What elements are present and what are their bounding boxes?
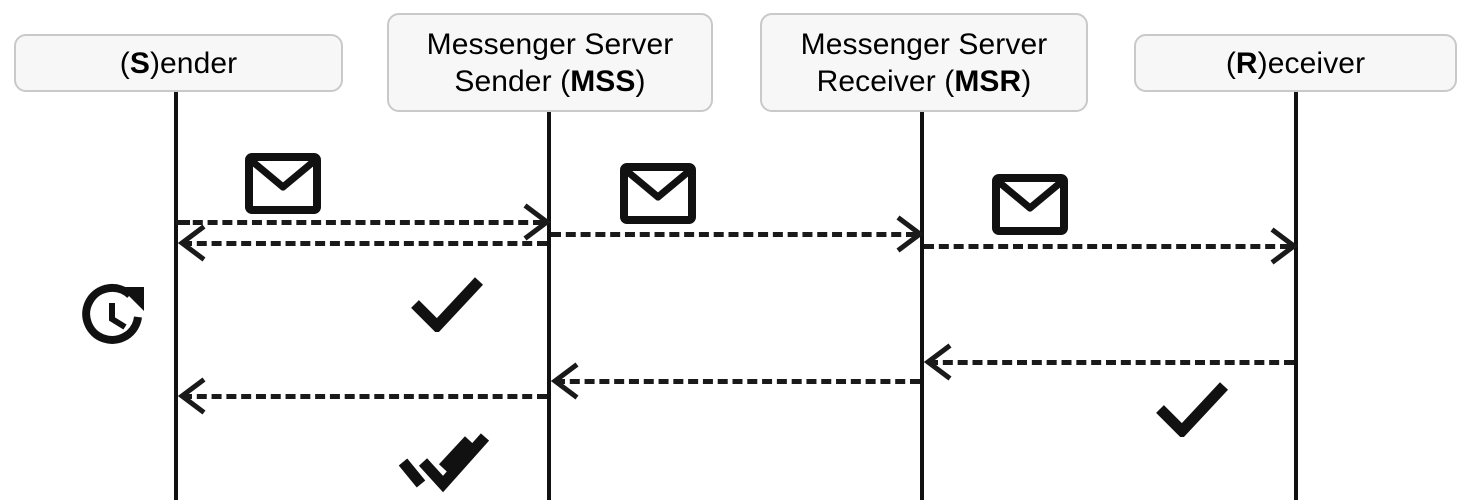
- participant-msr[interactable]: Messenger Server Receiver (MSR): [760, 13, 1088, 112]
- participant-mss-line1: Messenger Server: [426, 27, 674, 61]
- participant-receiver-label-rest: )eceiver: [1257, 46, 1366, 80]
- participant-mss-label: Messenger Server Sender (MSS): [419, 26, 682, 100]
- participant-msr-line1: Messenger Server: [800, 27, 1048, 61]
- lifeline-mss: [547, 112, 551, 500]
- participant-mss[interactable]: Messenger Server Sender (MSS): [387, 13, 713, 112]
- participant-msr-key: MSR: [954, 64, 1022, 98]
- participant-sender[interactable]: (S)ender: [14, 34, 343, 92]
- participant-receiver-key: R: [1235, 46, 1258, 80]
- participant-mss-line2-pre: Sender (: [454, 64, 571, 98]
- participant-sender-label-rest: )ender: [149, 46, 238, 80]
- lifeline-sender: [174, 92, 178, 500]
- participant-msr-label: Messenger Server Receiver (MSR): [793, 26, 1056, 100]
- lifeline-receiver: [1294, 92, 1298, 500]
- participant-msr-line2-pre: Receiver (: [816, 64, 955, 98]
- message-sender-to-mss: [178, 220, 543, 225]
- envelope-icon: [245, 153, 321, 214]
- message-mss-to-msr: [551, 232, 916, 237]
- double-check-icon: [397, 432, 493, 494]
- participant-sender-label: (S)ender: [119, 46, 238, 80]
- retry-clock-icon: [76, 281, 148, 353]
- envelope-icon: [992, 174, 1068, 235]
- message-mss-to-sender-read: [182, 394, 547, 399]
- participant-receiver-label: (R)eceiver: [1225, 46, 1366, 80]
- message-receiver-to-msr-ack: [928, 360, 1294, 365]
- lifeline-msr: [920, 112, 924, 500]
- participant-receiver[interactable]: (R)eceiver: [1134, 34, 1457, 92]
- single-check-icon: [1155, 381, 1229, 437]
- participant-sender-key: S: [129, 46, 150, 80]
- participant-mss-line2-post: ): [635, 64, 646, 98]
- message-msr-to-mss-ack: [555, 379, 920, 384]
- participant-msr-line2-post: ): [1021, 64, 1032, 98]
- envelope-icon: [620, 163, 696, 224]
- participant-mss-key: MSS: [570, 64, 636, 98]
- message-msr-to-receiver: [924, 244, 1290, 249]
- single-check-icon: [410, 276, 484, 332]
- message-mss-to-sender-ack: [182, 241, 547, 246]
- message-origin-stub-m1: [176, 220, 190, 225]
